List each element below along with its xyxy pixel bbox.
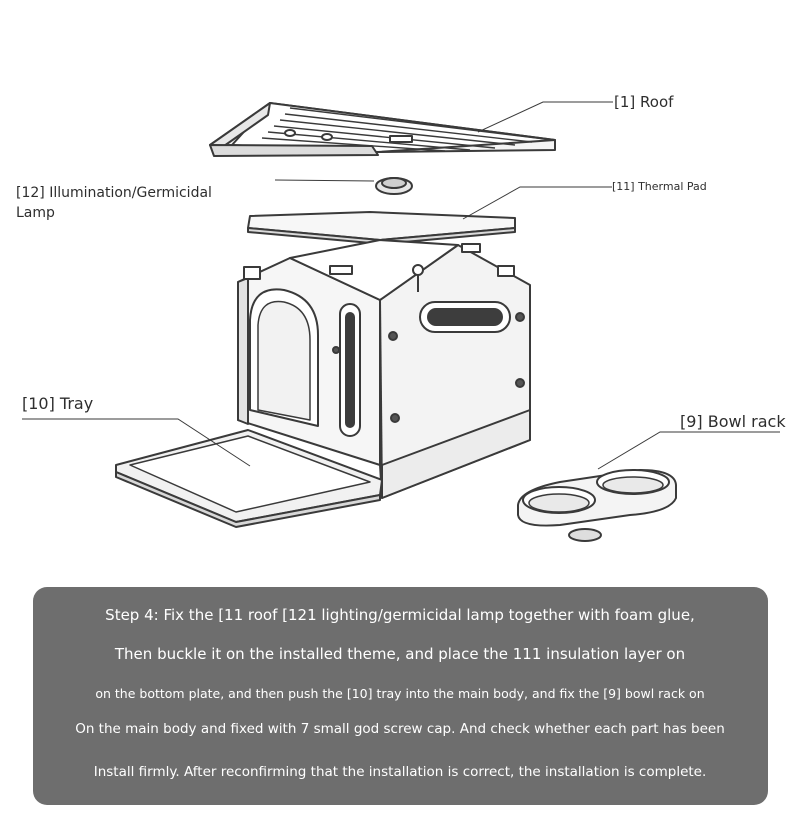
instruction-line-4: On the main body and fixed with 7 small …	[75, 721, 725, 737]
lamp-part	[375, 177, 413, 195]
house-body	[237, 239, 531, 499]
roof-label: [1] Roof	[614, 93, 674, 111]
instruction-line-3: on the bottom plate, and then push the […	[95, 686, 705, 701]
thermal-pad-label: [11] Thermal Pad	[612, 180, 707, 193]
bowl-rack-label: [9] Bowl rack	[680, 412, 786, 431]
bowl-rack-part	[517, 469, 677, 542]
lamp-label-line2: Lamp	[16, 205, 55, 221]
instruction-line-2: Then buckle it on the installed theme, a…	[114, 645, 686, 663]
instruction-line-1: Step 4: Fix the [11 roof [121 lighting/g…	[105, 606, 695, 624]
thermal-pad-part	[247, 211, 516, 245]
lamp-label-line1: [12] Illumination/Germicidal	[16, 185, 212, 201]
leader-lines	[22, 101, 780, 470]
tray-part	[115, 429, 383, 528]
tray-label: [10] Tray	[22, 394, 94, 413]
roof-part	[209, 102, 556, 157]
instruction-line-5: Install firmly. After reconfirming that …	[93, 764, 707, 780]
instruction-panel	[33, 587, 768, 805]
